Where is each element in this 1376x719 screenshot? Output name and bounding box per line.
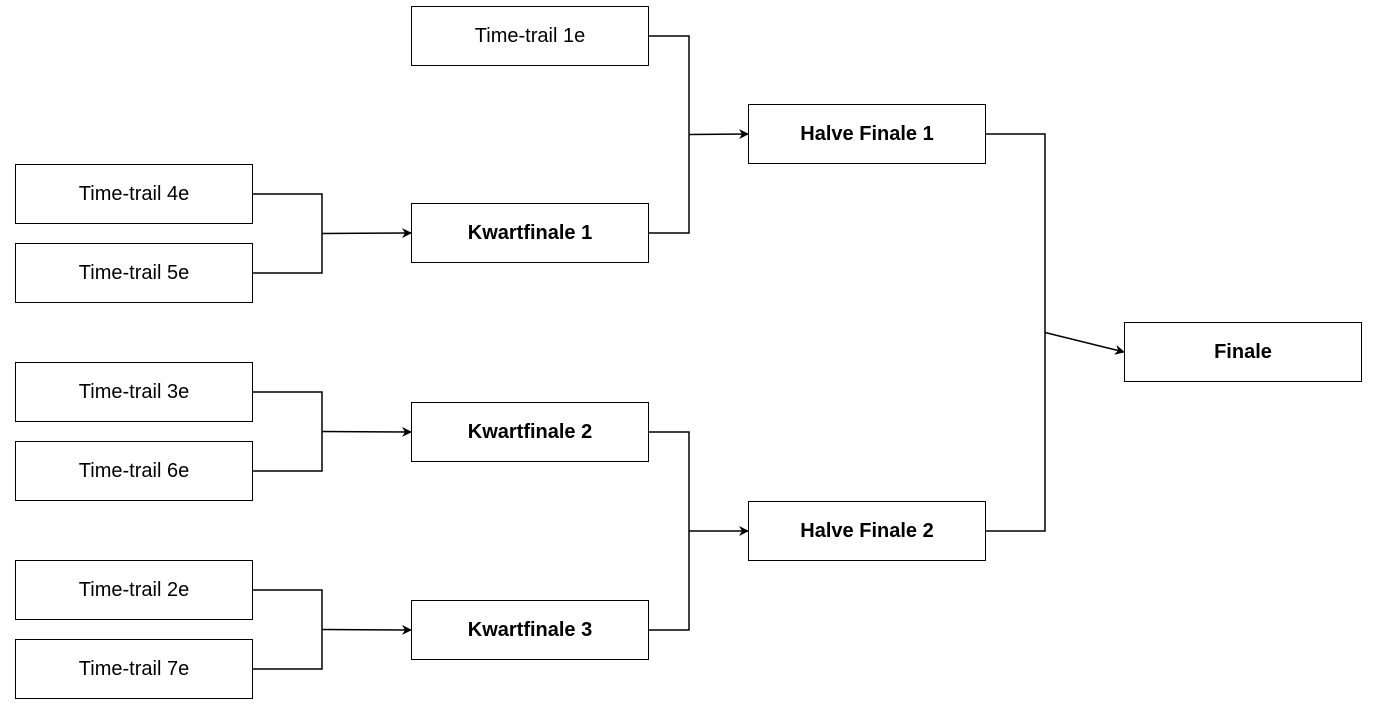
time-trial-3-label: Time-trail 3e: [78, 380, 190, 403]
semifinal-1-box: Halve Finale 1: [748, 104, 986, 164]
quarterfinal-2-box: Kwartfinale 2: [411, 402, 649, 462]
time-trial-5-box: Time-trail 5e: [15, 243, 253, 303]
connector-hf1-hf2: [986, 133, 1046, 532]
time-trial-6-label: Time-trail 6e: [78, 459, 190, 482]
time-trial-6-box: Time-trail 6e: [15, 441, 253, 501]
time-trial-2-box: Time-trail 2e: [15, 560, 253, 620]
time-trial-7-box: Time-trail 7e: [15, 639, 253, 699]
connector-tt2-tt7: [253, 589, 323, 670]
arrow-to-final: [1044, 331, 1125, 355]
semifinal-2-box: Halve Finale 2: [748, 501, 986, 561]
arrow-to-kf2: [321, 426, 412, 437]
time-trial-4-box: Time-trail 4e: [15, 164, 253, 224]
semifinal-2-label: Halve Finale 2: [800, 519, 934, 542]
arrow-to-kf1: [321, 228, 412, 239]
time-trial-5-label: Time-trail 5e: [78, 261, 190, 284]
quarterfinal-2-label: Kwartfinale 2: [467, 420, 593, 443]
quarterfinal-3-label: Kwartfinale 3: [467, 618, 593, 641]
time-trial-1-box: Time-trail 1e: [411, 6, 649, 66]
time-trial-1-label: Time-trail 1e: [474, 24, 586, 47]
arrow-to-kf3: [321, 624, 412, 635]
arrow-to-hf1: [688, 129, 749, 140]
connector-kf2-kf3: [649, 431, 690, 631]
connector-tt3-tt6: [253, 391, 323, 472]
quarterfinal-3-box: Kwartfinale 3: [411, 600, 649, 660]
quarterfinal-1-label: Kwartfinale 1: [467, 221, 593, 244]
time-trial-3-box: Time-trail 3e: [15, 362, 253, 422]
connector-tt4-tt5: [253, 193, 323, 274]
connector-tt1-kf1: [649, 35, 690, 234]
time-trial-4-label: Time-trail 4e: [78, 182, 190, 205]
final-label: Finale: [1214, 340, 1272, 363]
final-box: Finale: [1124, 322, 1362, 382]
time-trial-7-label: Time-trail 7e: [78, 657, 190, 680]
semifinal-1-label: Halve Finale 1: [800, 122, 934, 145]
quarterfinal-1-box: Kwartfinale 1: [411, 203, 649, 263]
time-trial-2-label: Time-trail 2e: [78, 578, 190, 601]
